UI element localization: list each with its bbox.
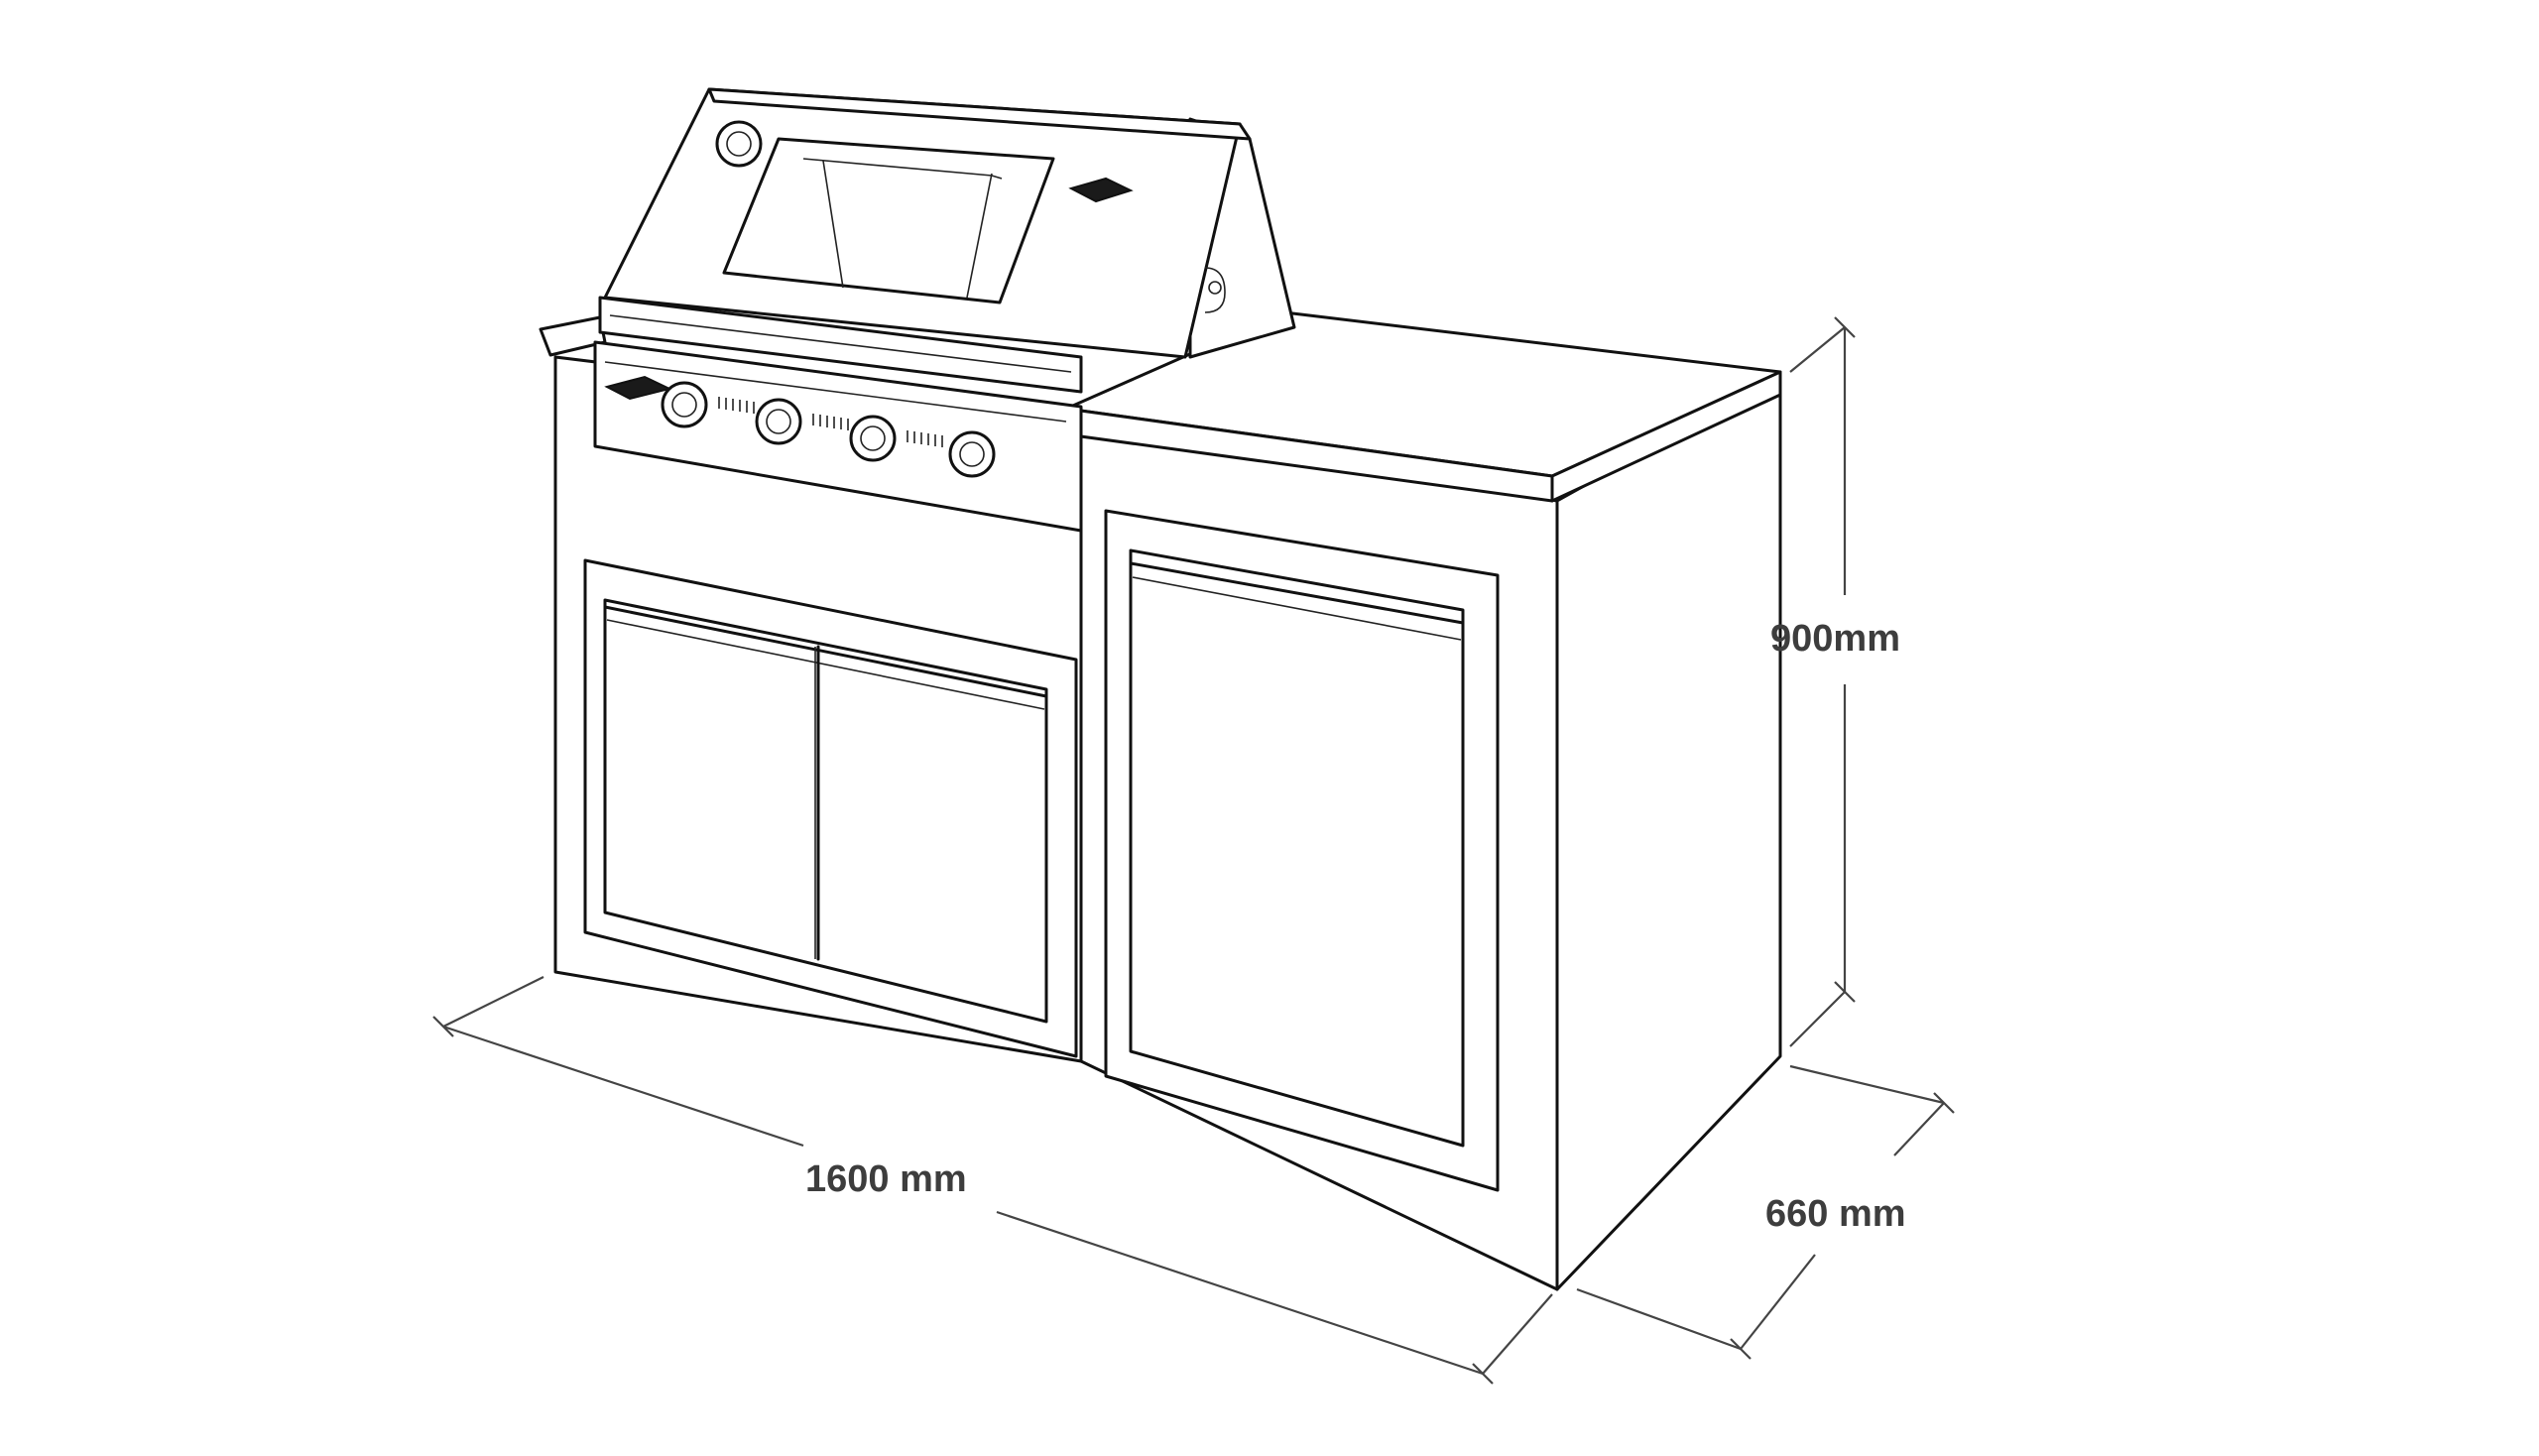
countertop [1064, 310, 1782, 503]
knob-4-icon [948, 430, 996, 478]
dimension-lines [432, 316, 1955, 1385]
width-dimension-label: 1600 mm [805, 1158, 967, 1200]
knob-1-icon [661, 381, 708, 428]
grill-control-panel [539, 296, 1083, 533]
knob-3-icon [849, 415, 897, 462]
knob-2-icon [755, 398, 802, 445]
depth-dimension-label: 660 mm [1765, 1193, 1906, 1235]
hood-window [722, 137, 1055, 304]
thermometer-icon [715, 120, 763, 168]
grill-hood [603, 87, 1296, 359]
logo-badge [1068, 177, 1134, 203]
height-dimension-label: 900mm [1770, 618, 1900, 660]
left-double-doors [583, 558, 1078, 1058]
right-single-door [1104, 509, 1500, 1192]
